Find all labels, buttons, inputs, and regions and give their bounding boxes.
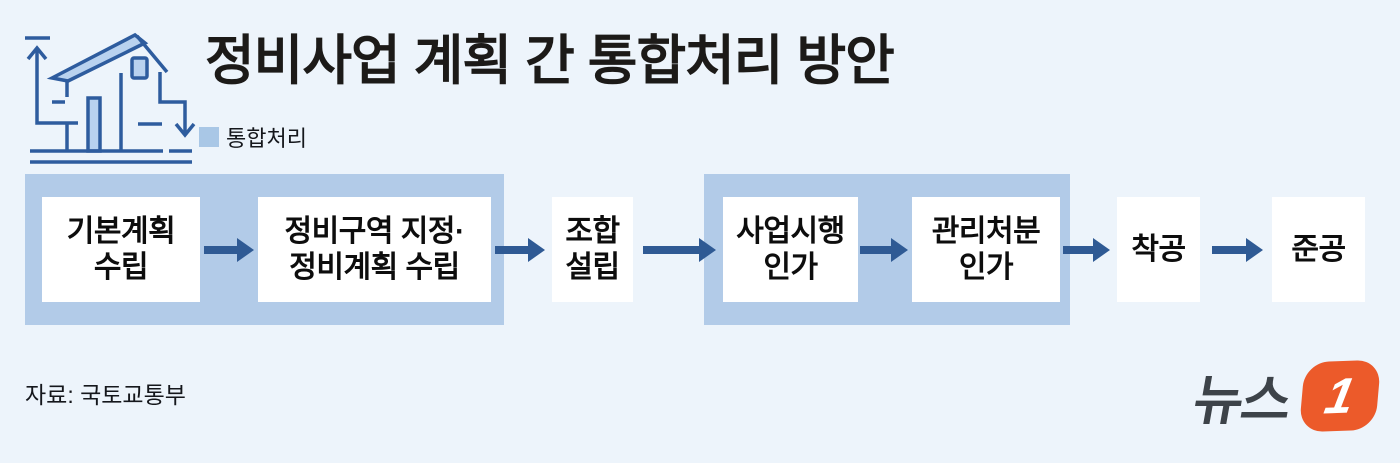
flow-step-4: 사업시행 인가 <box>723 197 858 302</box>
news1-logo: 뉴스 1 <box>1189 356 1382 435</box>
flow-arrow-6 <box>1212 238 1263 262</box>
flow-step-5: 관리처분 인가 <box>912 197 1060 302</box>
arrow-shaft <box>1212 246 1248 254</box>
arrow-head-icon <box>891 238 908 262</box>
flow-step-1: 기본계획 수립 <box>42 197 200 302</box>
source-credit: 자료: 국토교통부 <box>25 382 186 408</box>
flow-arrow-5 <box>1063 238 1110 262</box>
house-growth-icon <box>25 32 196 164</box>
news1-logo-digit: 1 <box>1321 366 1360 425</box>
arrow-shaft <box>495 246 530 254</box>
flow-arrow-4 <box>860 238 908 262</box>
flow-step-6: 착공 <box>1117 197 1200 302</box>
flow-arrow-2 <box>495 238 545 262</box>
flow-step-3: 조합 설립 <box>552 197 633 302</box>
page-title: 정비사업 계획 간 통합처리 방안 <box>205 31 895 91</box>
arrow-head-icon <box>528 238 545 262</box>
arrow-shaft <box>1063 246 1095 254</box>
flow-arrow-3 <box>643 238 716 262</box>
news1-logo-text: 뉴스 <box>1188 371 1295 431</box>
flow-step-7: 준공 <box>1272 197 1365 302</box>
news1-logo-mark: 1 <box>1299 359 1382 432</box>
arrow-head-icon <box>699 238 716 262</box>
flow-arrow-1 <box>204 238 254 262</box>
arrow-head-icon <box>1093 238 1110 262</box>
arrow-head-icon <box>1246 238 1263 262</box>
arrow-shaft <box>643 246 701 254</box>
arrow-head-icon <box>237 238 254 262</box>
arrow-shaft <box>204 246 239 254</box>
legend-label: 통합처리 <box>226 126 307 151</box>
legend: 통합처리 <box>199 121 307 153</box>
arrow-shaft <box>860 246 893 254</box>
legend-swatch-integrated <box>199 127 219 147</box>
flow-step-2: 정비구역 지정· 정비계획 수립 <box>258 197 491 302</box>
